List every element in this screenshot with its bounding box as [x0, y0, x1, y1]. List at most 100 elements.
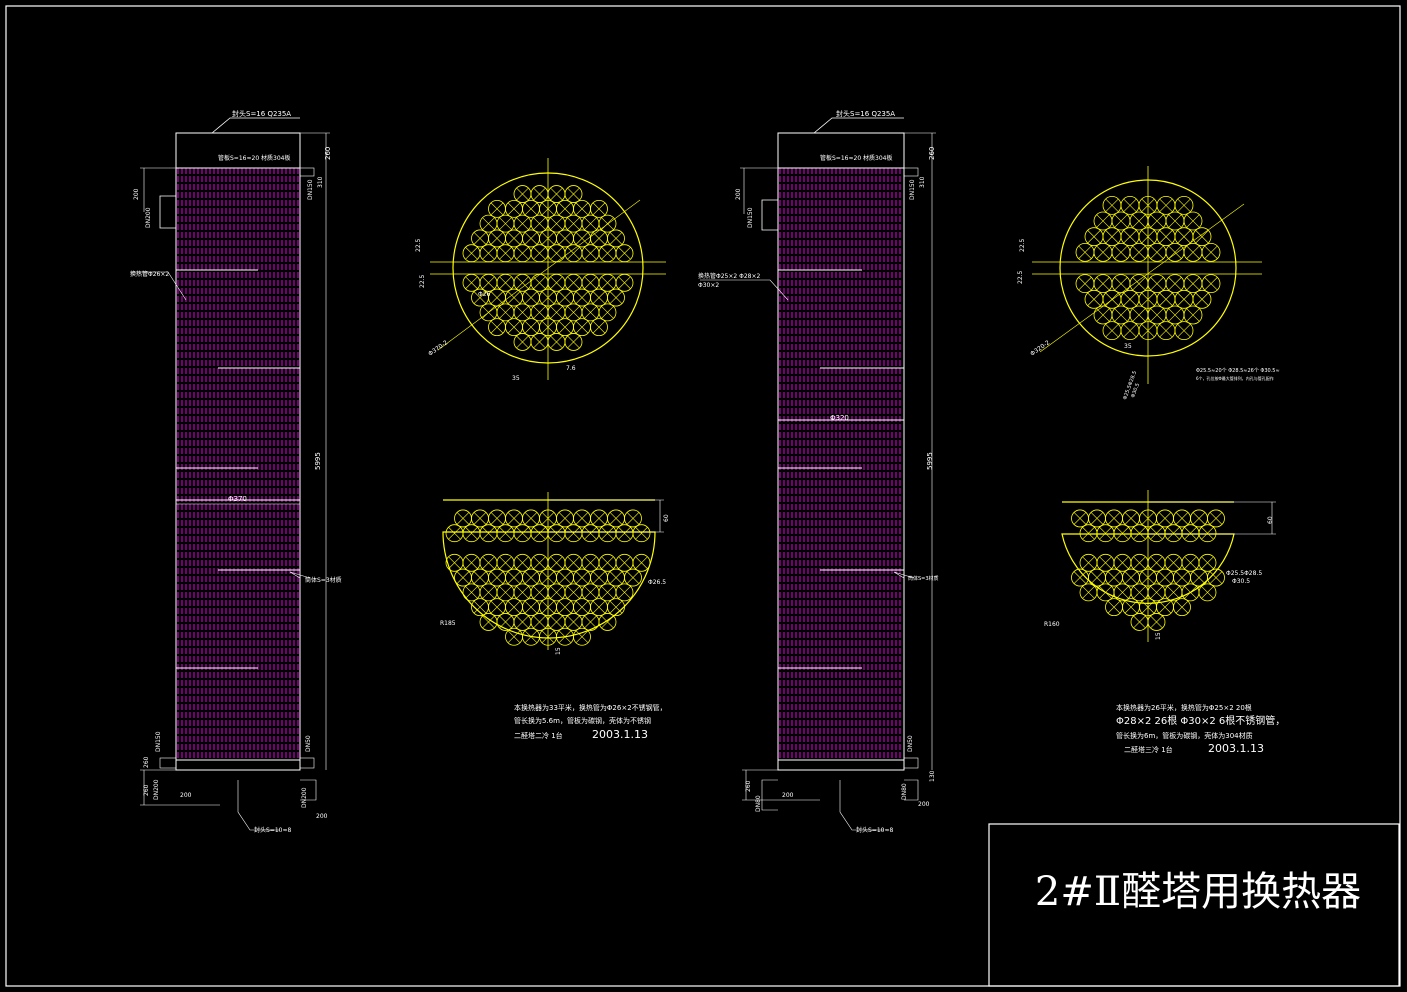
tube-hole-cross	[499, 217, 512, 230]
tube-hole	[1192, 289, 1212, 309]
left-baffle-r: R185	[440, 620, 456, 627]
right-shell-leader	[893, 571, 915, 579]
left-baffle-hole: Φ26.5	[648, 579, 666, 586]
tube-hole-cross	[1116, 586, 1129, 599]
tube-hole-cross	[507, 571, 521, 584]
tube-hole-cross	[1114, 214, 1128, 228]
tube-hole-cross	[1158, 571, 1172, 584]
tube-hole-cross	[473, 291, 487, 304]
tube-hole-cross	[490, 571, 504, 584]
tube-hole-cross	[1175, 600, 1189, 614]
tube-hole-cross	[1124, 571, 1138, 584]
right-plate-hole-note2: Φ30.5	[1130, 382, 1141, 398]
left-bottom-head-label: 封头S=10≈8	[254, 826, 291, 834]
right-plate-holes2: 6个，孔位按Φ最大管排列，内孔与管孔配作	[1196, 375, 1274, 381]
tube-hole-cross	[533, 556, 546, 569]
tube-hole-cross	[575, 600, 589, 614]
tube-hole	[1198, 583, 1217, 602]
tube-hole-cross	[507, 600, 521, 614]
tube-hole-cross	[1099, 586, 1112, 599]
tube-hole-cross	[609, 600, 623, 614]
tube-hole-cross	[516, 586, 529, 599]
right-baffle-r: R160	[1044, 621, 1060, 628]
tube-hole-cross	[1150, 615, 1163, 629]
right-top-nozzle	[903, 167, 919, 177]
tube-hole-cross	[465, 586, 478, 599]
drawing-frame	[5, 5, 1401, 987]
tube-hole-cross	[584, 306, 597, 319]
right-bot-nozzle-r: DN50	[907, 735, 914, 752]
tube-hole-cross	[1177, 324, 1191, 338]
tube-hole-cross	[567, 187, 580, 201]
tube-hole-cross	[482, 247, 495, 260]
tube-hole-cross	[1132, 245, 1146, 259]
tube-hole	[598, 214, 617, 233]
tube-hole	[590, 318, 608, 337]
tube-hole-cross	[1158, 600, 1172, 614]
right-baffle-plate	[1061, 490, 1276, 642]
tube-hole-cross	[541, 232, 555, 245]
tube-hole-cross	[584, 217, 597, 230]
tube-hole-cross	[516, 276, 529, 289]
tube-hole-cross	[1090, 512, 1104, 525]
left-baffle-h: 60	[663, 514, 670, 522]
tube-hole-cross	[558, 512, 572, 525]
tube-hole-cross	[499, 556, 512, 569]
tube-hole-cross	[558, 291, 572, 304]
tube-hole	[573, 627, 591, 646]
tube-hole-cross	[1087, 292, 1101, 306]
tube-hole-cross	[626, 512, 640, 525]
right-shell-dia: Φ320	[830, 414, 849, 422]
left-top-head-label: 封头S=16 Q235A	[232, 109, 291, 118]
tube-hole-cross	[1175, 571, 1189, 584]
tube-hole	[632, 553, 651, 572]
left-bottom-nozzle-right	[299, 757, 315, 769]
tube-hole-cross	[609, 232, 623, 245]
tube-hole-cross	[626, 571, 640, 584]
tube-hole	[564, 333, 583, 351]
tube-hole-cross	[524, 512, 538, 525]
right-plate-spacing: 35	[1124, 343, 1132, 350]
tube-hole	[590, 199, 608, 218]
tube-hole-cross	[601, 586, 614, 599]
left-bot-h2: 260	[143, 784, 150, 796]
right-bottom-outlet-right	[904, 779, 919, 801]
tube-hole-cross	[499, 306, 512, 319]
tube-hole-cross	[635, 556, 648, 569]
tube-hole-cross	[1150, 308, 1164, 322]
tube-hole	[615, 273, 634, 292]
tube-hole-cross	[550, 306, 563, 319]
tube-hole-cross	[507, 512, 521, 525]
tube-hole-cross	[482, 527, 495, 540]
tube-hole-cross	[601, 276, 614, 289]
tube-hole-cross	[567, 217, 580, 230]
tube-hole-cross	[1096, 277, 1110, 291]
tube-hole-cross	[1150, 527, 1163, 540]
tube-hole	[607, 229, 625, 248]
tube-hole-cross	[1078, 245, 1092, 259]
tube-hole-cross	[1082, 586, 1095, 599]
left-baffle-plate	[442, 492, 664, 650]
tube-hole-cross	[533, 217, 546, 230]
left-tube-bundle	[177, 168, 299, 760]
right-tube-spec-leader	[700, 279, 789, 301]
tube-hole-cross	[1141, 600, 1155, 614]
tube-hole-cross	[550, 217, 563, 230]
tube-hole-cross	[1209, 512, 1223, 525]
left-top-head-leader	[211, 117, 300, 134]
tube-hole-cross	[541, 512, 555, 525]
tube-hole-cross	[601, 527, 614, 540]
tube-hole-cross	[516, 247, 529, 260]
tube-hole-cross	[1167, 586, 1180, 599]
tube-hole-cross	[465, 247, 478, 260]
tube-hole-cross	[482, 276, 495, 289]
tube-hole-cross	[524, 232, 538, 245]
tube-hole-cross	[567, 335, 580, 349]
tube-hole-cross	[1141, 512, 1155, 525]
tube-hole-cross	[592, 291, 606, 304]
tube-hole-cross	[592, 512, 606, 525]
tube-hole-cross	[1073, 571, 1087, 584]
tube-hole-cross	[575, 320, 589, 334]
tube-hole	[1201, 274, 1221, 294]
